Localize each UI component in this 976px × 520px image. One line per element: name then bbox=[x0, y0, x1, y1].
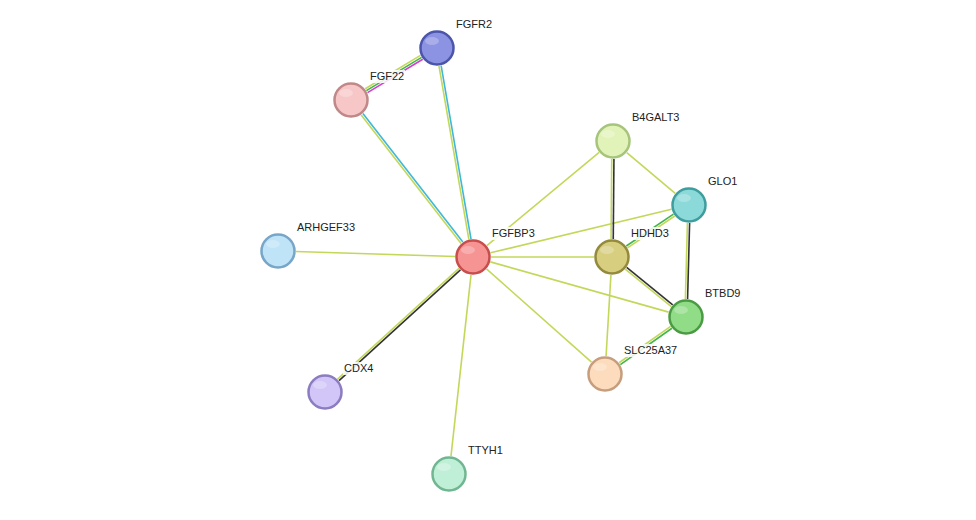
node-label: FGFBP3 bbox=[491, 227, 536, 240]
interaction-edge bbox=[627, 153, 675, 194]
node-circle bbox=[455, 239, 491, 275]
protein-node: FGFR2 bbox=[419, 30, 455, 66]
evidence-line bbox=[486, 269, 591, 362]
node-label: FGFR2 bbox=[455, 18, 493, 31]
evidence-line bbox=[685, 223, 687, 299]
node-label: FGF22 bbox=[369, 70, 405, 83]
evidence-line bbox=[441, 66, 471, 240]
node-label: BTBD9 bbox=[704, 287, 741, 300]
evidence-line bbox=[625, 269, 671, 306]
node-label: TTYH1 bbox=[467, 444, 504, 457]
evidence-line bbox=[451, 275, 471, 456]
evidence-line bbox=[491, 256, 594, 258]
evidence-line bbox=[487, 152, 599, 245]
interaction-edge bbox=[606, 275, 611, 356]
protein-node: GLO1 bbox=[671, 187, 707, 223]
evidence-line bbox=[606, 275, 611, 356]
interaction-edge bbox=[361, 114, 463, 244]
evidence-line bbox=[610, 159, 612, 239]
evidence-line bbox=[368, 59, 423, 92]
protein-node: CDX4 bbox=[307, 374, 343, 410]
evidence-line bbox=[627, 153, 675, 194]
evidence-line bbox=[361, 115, 461, 244]
node-circle bbox=[431, 456, 467, 492]
protein-node: ARHGEF33 bbox=[260, 233, 296, 269]
evidence-line bbox=[626, 214, 673, 246]
node-label: HDHD3 bbox=[630, 227, 670, 240]
interaction-edge bbox=[685, 223, 689, 299]
evidence-line bbox=[439, 66, 469, 240]
evidence-line bbox=[628, 216, 675, 248]
evidence-line bbox=[296, 252, 455, 257]
protein-node: SLC25A37 bbox=[587, 356, 623, 392]
interaction-edge bbox=[625, 267, 672, 306]
interaction-edge bbox=[490, 262, 668, 312]
protein-node: HDHD3 bbox=[594, 239, 630, 275]
node-label: SLC25A37 bbox=[623, 344, 678, 357]
interaction-edge bbox=[338, 268, 461, 380]
interaction-edge bbox=[491, 257, 594, 258]
node-circle bbox=[333, 82, 369, 118]
evidence-line bbox=[339, 270, 460, 381]
node-circle bbox=[307, 374, 343, 410]
node-circle bbox=[595, 123, 631, 159]
interaction-edge bbox=[451, 275, 471, 456]
node-circle bbox=[260, 233, 296, 269]
protein-node: B4GALT3 bbox=[595, 123, 631, 159]
protein-node: FGF22 bbox=[333, 82, 369, 118]
node-label: GLO1 bbox=[707, 175, 738, 188]
node-circle bbox=[671, 187, 707, 223]
interaction-edge bbox=[439, 66, 471, 240]
evidence-line bbox=[490, 262, 668, 312]
interaction-edge bbox=[611, 159, 614, 239]
interaction-edge bbox=[365, 55, 422, 92]
evidence-line bbox=[366, 57, 421, 90]
interaction-edge bbox=[487, 152, 599, 245]
node-label: B4GALT3 bbox=[631, 111, 681, 124]
node-circle bbox=[587, 356, 623, 392]
node-label: ARHGEF33 bbox=[296, 221, 356, 234]
interaction-edge bbox=[296, 252, 455, 257]
protein-node: TTYH1 bbox=[431, 456, 467, 492]
interaction-edge bbox=[626, 214, 674, 248]
evidence-line bbox=[612, 159, 614, 239]
interaction-edge bbox=[491, 209, 672, 253]
node-label: CDX4 bbox=[343, 362, 374, 375]
protein-node: FGFBP3 bbox=[455, 239, 491, 275]
node-circle bbox=[419, 30, 455, 66]
evidence-line bbox=[365, 55, 420, 88]
evidence-line bbox=[627, 267, 673, 304]
evidence-line bbox=[491, 209, 672, 253]
evidence-line bbox=[363, 114, 463, 243]
interaction-edge bbox=[486, 269, 591, 362]
node-circle bbox=[594, 239, 630, 275]
evidence-line bbox=[338, 268, 459, 379]
protein-node: BTBD9 bbox=[668, 299, 704, 335]
node-circle bbox=[668, 299, 704, 335]
